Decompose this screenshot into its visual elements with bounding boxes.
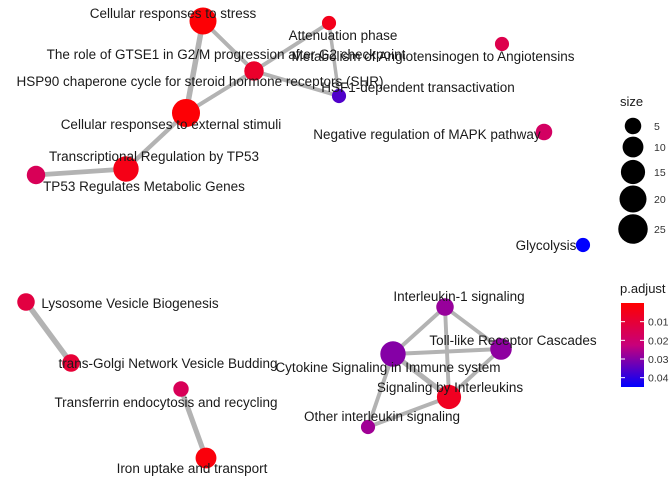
p-adjust-legend: p.adjust 0.01 0.02 0.03 0.04	[620, 281, 669, 387]
node-label-n8: Negative regulation of MAPK pathway	[313, 127, 541, 142]
node-n13	[62, 354, 80, 372]
colorbar-label-2: 0.03	[648, 354, 669, 366]
edge-n2-n6	[327, 21, 341, 98]
size-legend-title: size	[620, 94, 643, 109]
node-label-n10: TP53 Regulates Metabolic Genes	[43, 179, 245, 194]
edge-n3-n6	[252, 69, 341, 98]
edge-n17-n20	[178, 386, 209, 461]
p-adjust-colorbar	[621, 303, 644, 387]
node-label-n1: Cellular responses to stress	[90, 6, 257, 21]
node-label-n5: HSP90 chaperone cycle for steroid hormon…	[17, 74, 384, 89]
node-n10	[26, 165, 46, 185]
network-nodes	[17, 7, 591, 469]
node-label-n15: Cytokine Signaling in Immune system	[275, 360, 500, 375]
node-label-n7: Cellular responses to external stimuli	[61, 117, 282, 132]
node-n9	[113, 156, 139, 182]
node-n12	[17, 293, 35, 311]
node-n6	[331, 88, 347, 104]
node-label-n2: Attenuation phase	[289, 28, 398, 43]
node-label-n4: Metabolism of Angiotensinogen to Angiote…	[292, 49, 575, 64]
size-legend-key-15	[620, 159, 646, 185]
node-label-n13: trans-Golgi Network Vesicle Budding	[58, 356, 277, 371]
node-n17	[173, 381, 189, 397]
colorbar-label-3: 0.04	[648, 373, 669, 385]
size-legend-label-10: 10	[654, 142, 666, 154]
node-label-n6: HSF1-dependent transactivation	[321, 80, 515, 95]
edge-n9-n10	[33, 166, 129, 178]
colorbar-label-1: 0.02	[648, 335, 669, 347]
node-n1	[189, 7, 217, 35]
edge-n15-n19	[366, 352, 395, 429]
node-n5	[244, 61, 264, 81]
node-n14	[436, 298, 454, 316]
edge-n2-n5	[252, 21, 331, 73]
node-n15	[380, 341, 406, 367]
size-legend-key-25	[618, 214, 648, 244]
size-legend-key-5	[624, 117, 642, 135]
node-n19	[360, 419, 376, 435]
node-label-n18: Signaling by Interleukins	[377, 380, 524, 395]
node-label-n14: Interleukin-1 signaling	[393, 289, 524, 304]
edge-n18-n19	[366, 395, 451, 429]
node-label-n17: Transferrin endocytosis and recycling	[54, 395, 277, 410]
node-label-n11: Glycolysis	[516, 238, 577, 253]
edge-n1-n7	[183, 18, 206, 116]
size-legend: size 5 10 15 20 25	[618, 94, 666, 244]
node-label-n20: Iron uptake and transport	[117, 461, 268, 476]
node-n16	[490, 338, 512, 360]
node-n18	[436, 384, 462, 410]
node-label-n12: Lysosome Vesicle Biogenesis	[41, 296, 219, 311]
node-label-n3: The role of GTSE1 in G2/M progression af…	[47, 47, 406, 62]
edge-n14-n16	[443, 305, 503, 351]
node-label-n16: Toll-like Receptor Cascades	[429, 333, 597, 348]
size-legend-label-15: 15	[654, 167, 666, 179]
size-legend-label-5: 5	[654, 121, 660, 133]
size-legend-key-20	[619, 185, 647, 213]
network-labels: Cellular responses to stressAttenuation …	[17, 6, 597, 476]
edge-n12-n13	[23, 299, 74, 366]
node-n8	[535, 123, 553, 141]
size-legend-label-25: 25	[654, 224, 666, 236]
node-label-n19: Other interleukin signaling	[304, 409, 460, 424]
node-n20	[195, 447, 217, 469]
node-label-n9: Transcriptional Regulation by TP53	[49, 149, 259, 164]
colorbar-label-0: 0.01	[648, 317, 669, 329]
edge-n15-n16	[391, 347, 503, 356]
node-n7	[171, 98, 201, 128]
node-n2	[321, 15, 337, 31]
size-legend-key-10	[622, 136, 644, 158]
size-legend-label-20: 20	[654, 194, 666, 206]
node-n11	[575, 237, 591, 253]
node-n4	[494, 36, 510, 52]
p-adjust-legend-title: p.adjust	[620, 281, 666, 296]
